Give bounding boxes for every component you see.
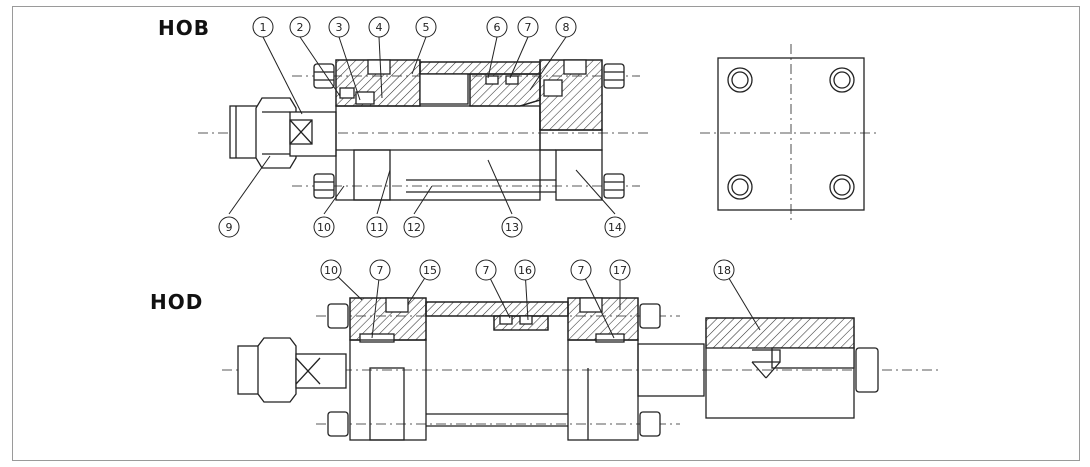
hob-tie-rod-nuts [313,63,625,199]
callout-15: 15 [419,259,441,281]
callout-label: 1 [260,21,267,34]
callout-label: 6 [494,21,501,34]
callout-4: 4 [368,16,390,38]
hod-assembly [222,297,940,441]
callout-14: 14 [604,216,626,238]
callout-6: 6 [486,16,508,38]
callout-label: 14 [608,221,622,234]
callout-8: 8 [555,16,577,38]
callout-16: 16 [514,259,536,281]
title-hob: HOB [158,16,210,40]
callout-label: 3 [336,21,343,34]
callout-label: 9 [226,221,233,234]
hod-rod-fitting [237,337,347,403]
callout-label: 8 [563,21,570,34]
callout-label: 12 [407,221,421,234]
callout-label: 10 [317,221,331,234]
callout-label: 2 [297,21,304,34]
callout-7: 7 [369,259,391,281]
callout-2: 2 [289,16,311,38]
callout-3: 3 [328,16,350,38]
callout-7: 7 [570,259,592,281]
hob-end-view [700,44,880,224]
callout-label: 13 [505,221,519,234]
callout-10: 10 [320,259,342,281]
callout-label: 10 [324,264,338,277]
callout-label: 18 [717,264,731,277]
callout-label: 11 [370,221,384,234]
callout-10: 10 [313,216,335,238]
callout-label: 17 [613,264,627,277]
callout-1: 1 [252,16,274,38]
callout-13: 13 [501,216,523,238]
callout-label: 4 [376,21,383,34]
callout-label: 7 [525,21,532,34]
callout-17: 17 [609,259,631,281]
callouts [228,36,761,339]
callout-label: 7 [483,264,490,277]
hod-tie-rod-nuts [327,303,661,437]
callout-label: 7 [377,264,384,277]
callout-label: 7 [578,264,585,277]
callout-9: 9 [218,216,240,238]
callout-7: 7 [517,16,539,38]
drawing-frame [12,6,1080,461]
hob-rod-fitting [229,97,337,169]
callout-7: 7 [475,259,497,281]
callout-18: 18 [713,259,735,281]
callout-label: 5 [423,21,430,34]
end-view-bolts [727,67,855,200]
title-hod: HOD [150,290,204,314]
callout-5: 5 [415,16,437,38]
callout-12: 12 [403,216,425,238]
callout-label: 16 [518,264,532,277]
hob-assembly [198,59,650,201]
callout-label: 15 [423,264,437,277]
callout-11: 11 [366,216,388,238]
